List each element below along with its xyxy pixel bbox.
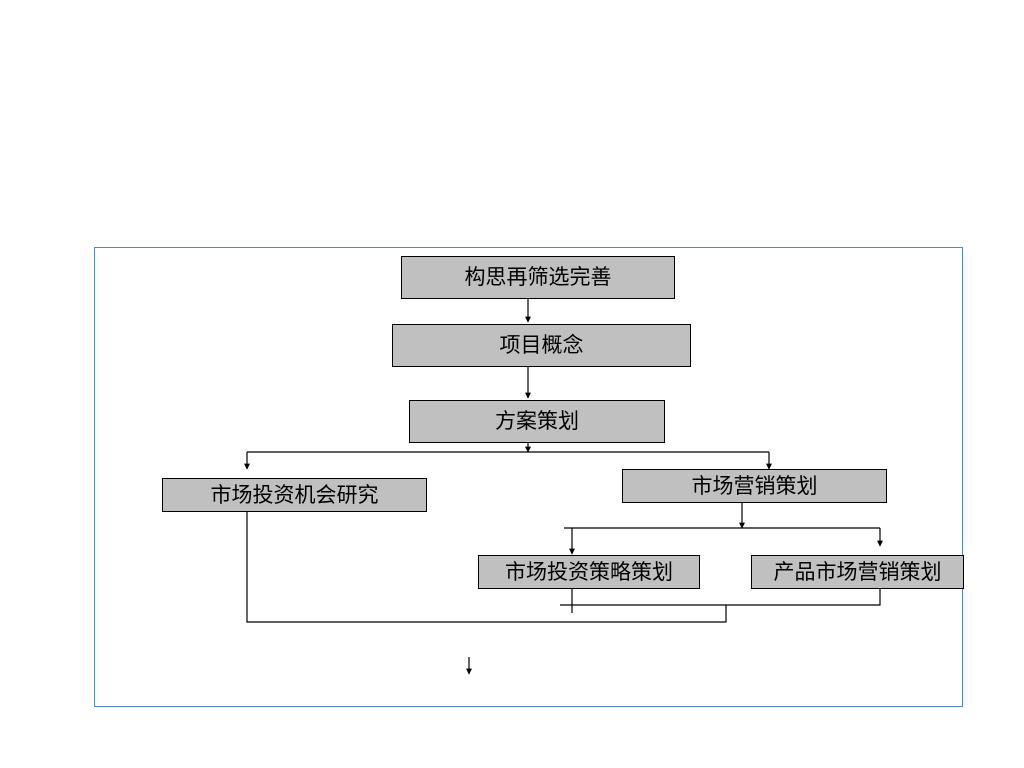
merge-invest-research (246, 512, 727, 623)
diagram-frame (94, 247, 963, 707)
node-concept: 项目概念 (392, 324, 691, 367)
merge-product-marketing (560, 589, 881, 606)
node-plan: 方案策划 (409, 400, 665, 443)
node-invest-research: 市场投资机会研究 (162, 478, 427, 512)
node-marketing: 市场营销策划 (622, 469, 887, 503)
node-refine: 构思再筛选完善 (401, 256, 675, 299)
node-product-marketing: 产品市场营销策划 (751, 555, 964, 589)
node-invest-strategy: 市场投资策略策划 (478, 555, 700, 589)
